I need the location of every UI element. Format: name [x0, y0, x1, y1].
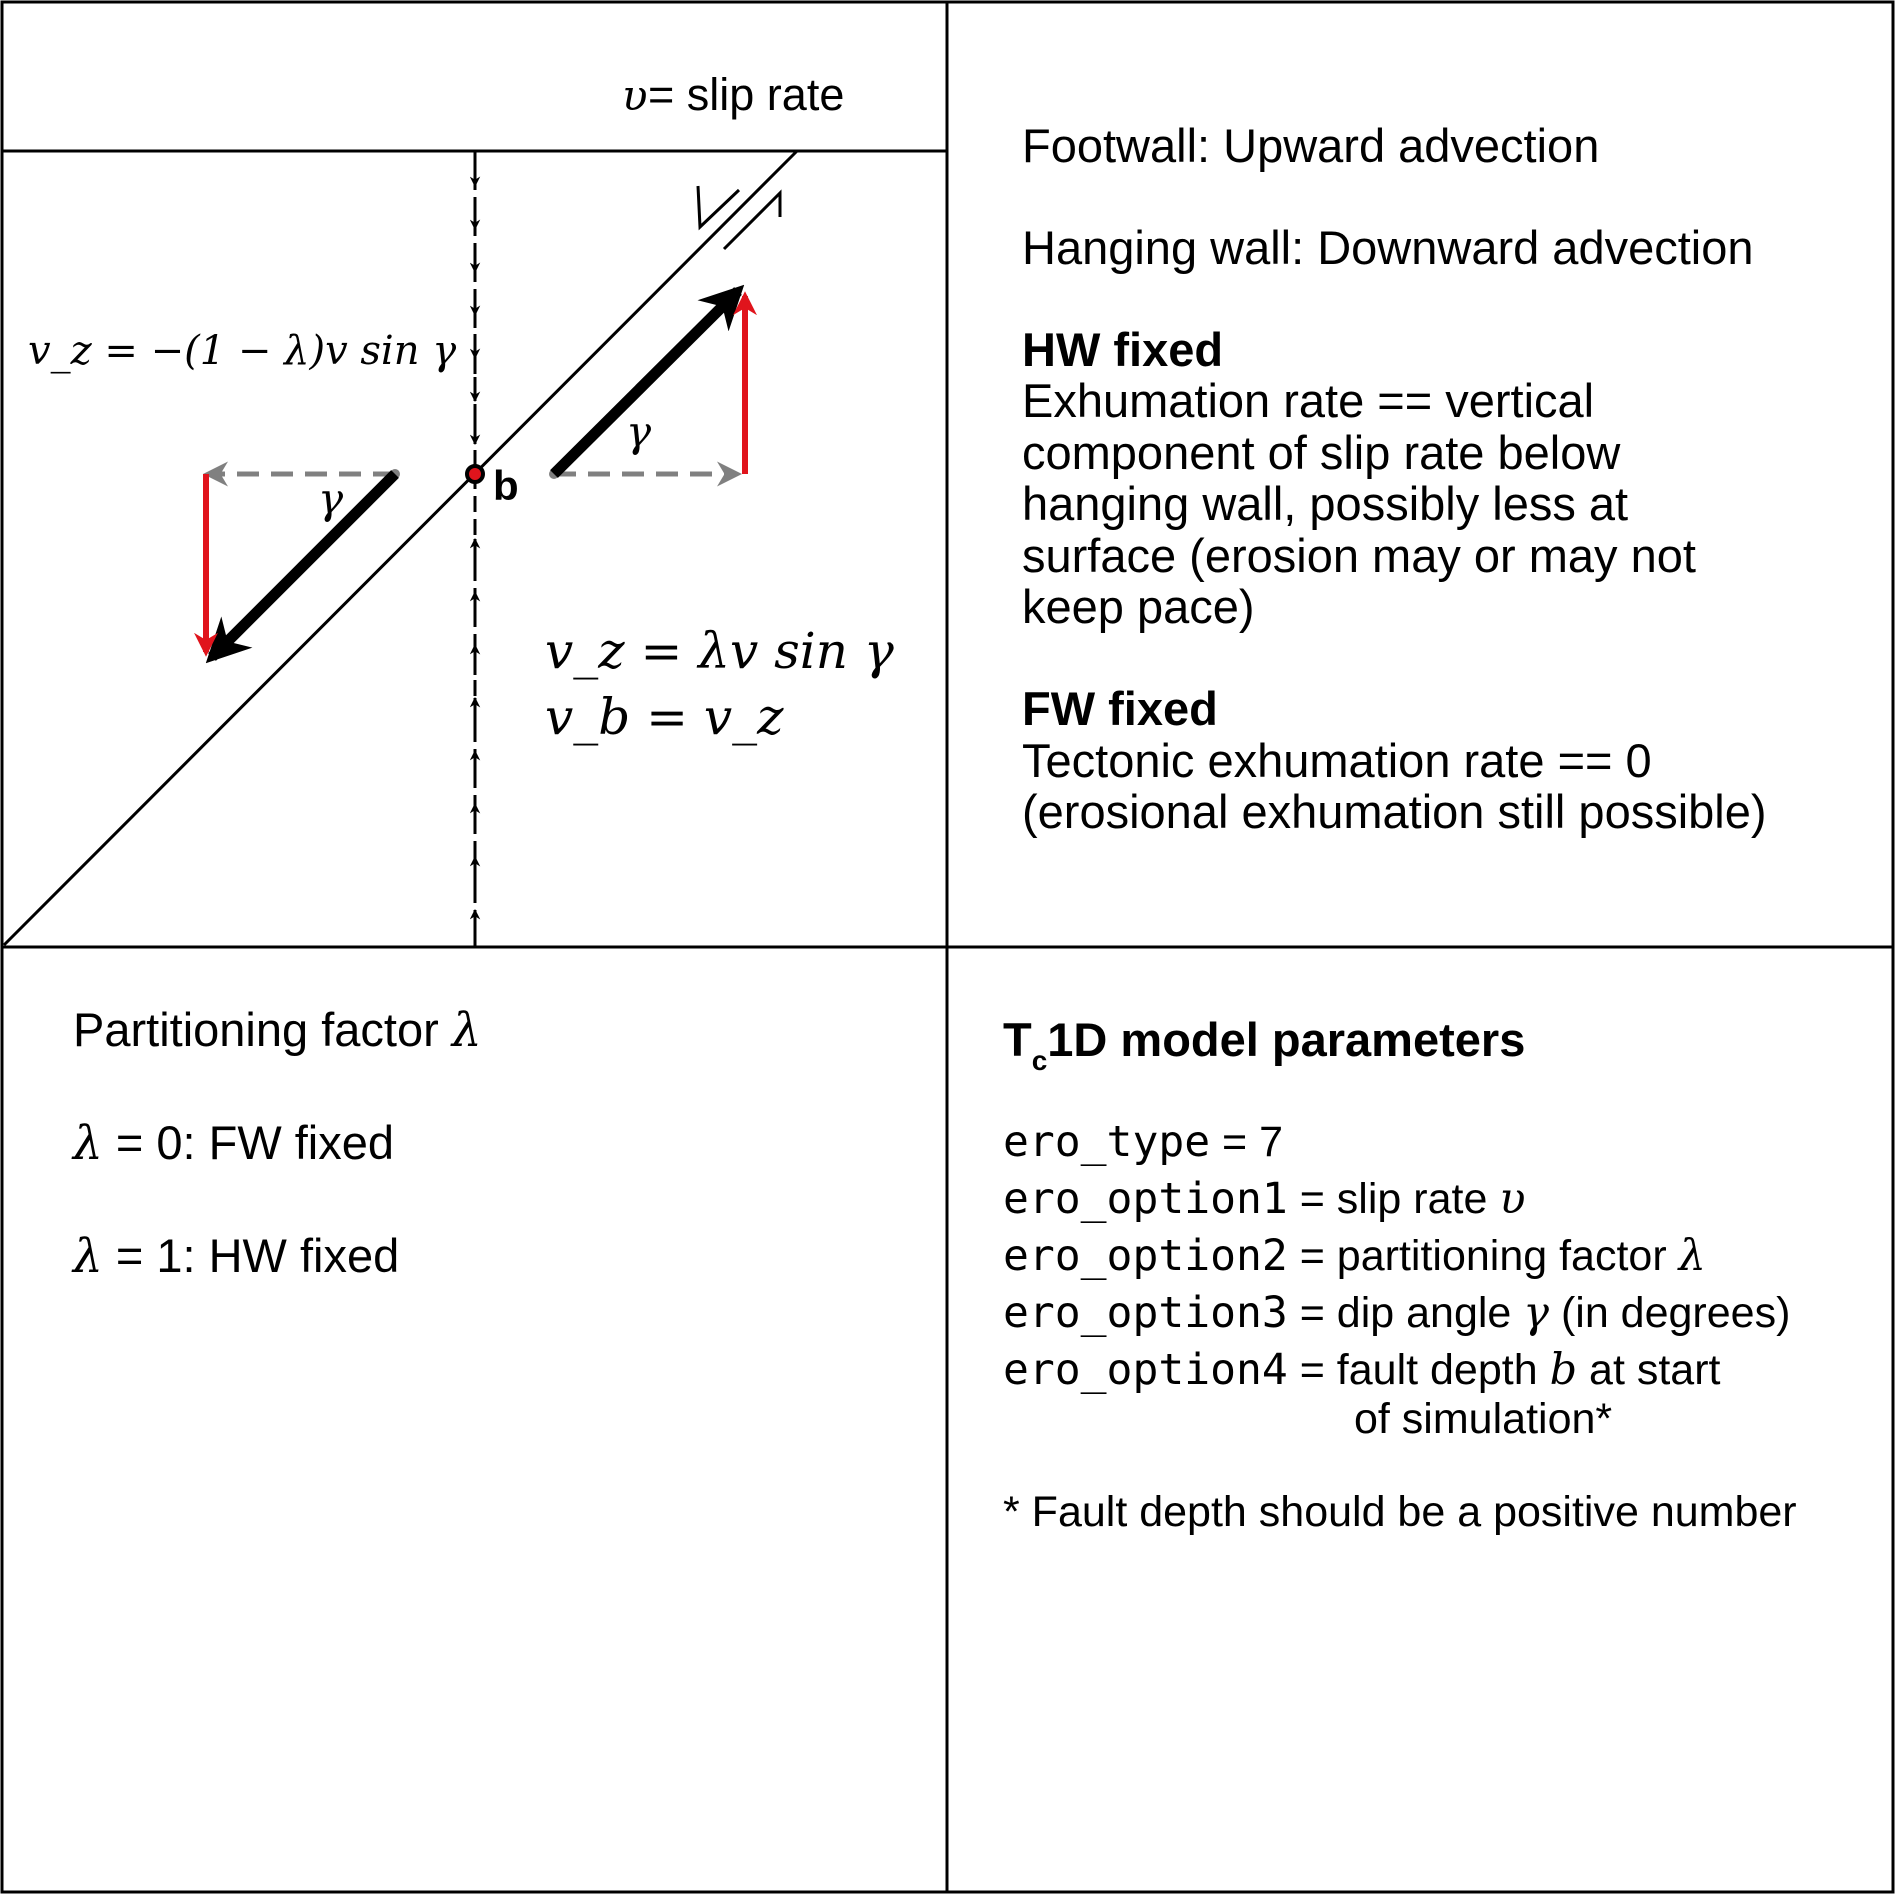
slip-rate-label: = slip rate — [648, 69, 844, 120]
param-name: ero_option3 — [1003, 1288, 1288, 1338]
model-parameters-panel: Tc1D model parameters ero_type = 7 ero_o… — [1003, 1013, 1797, 1536]
parameters-title: Tc1D model parameters — [1003, 1013, 1525, 1076]
param-value: dip angle — [1337, 1289, 1524, 1337]
param-row-ero-option4: ero_option4 = fault depth b at start — [1003, 1345, 1721, 1395]
partitioning-hw-fixed-line: λ = 1: HW fixed — [71, 1229, 399, 1284]
param-value: partitioning factor — [1337, 1232, 1679, 1280]
param-row-ero-type: ero_type = 7 — [1003, 1117, 1283, 1167]
title-rest: 1D model parameters — [1047, 1013, 1525, 1066]
hw-fixed-line-2: component of slip rate below — [1022, 426, 1621, 479]
fw-fixed-line-1: Tectonic exhumation rate == 0 — [1022, 734, 1652, 787]
param-value: 7 — [1259, 1118, 1283, 1166]
fw-vertical-velocity-equation: v_z = λv sin γ — [545, 622, 894, 680]
hw-vertical-velocity-equation: v_z = −(1 − λ)v sin γ — [28, 328, 456, 374]
param-continuation: of simulation* — [1354, 1395, 1612, 1443]
fw-fixed-line-2: (erosional exhumation still possible) — [1022, 785, 1767, 838]
shear-sense-hw-half-arrow — [696, 185, 741, 231]
point-b-label: b — [493, 462, 519, 509]
lambda-zero-text: = 0: FW fixed — [103, 1116, 394, 1169]
fault-plane-line — [2, 149, 799, 947]
fw-fixed-title: FW fixed — [1022, 682, 1218, 735]
shear-sense-fw-half-arrow — [722, 189, 782, 251]
param-symbol: γ — [1523, 1288, 1549, 1338]
footwall-note: Footwall: Upward advection — [1022, 119, 1599, 172]
slip-rate-symbol: υ — [622, 71, 648, 120]
hw-fixed-line-5: keep pace) — [1022, 580, 1255, 633]
hanging-wall-note: Hanging wall: Downward advection — [1022, 221, 1754, 274]
param-name: ero_type — [1003, 1117, 1210, 1167]
partitioning-title: Partitioning factor λ — [73, 1003, 482, 1058]
hw-fixed-line-4: surface (erosion may or may not — [1022, 529, 1696, 582]
partitioning-symbol: λ — [450, 1003, 482, 1058]
param-name: ero_option4 — [1003, 1345, 1288, 1395]
hw-fixed-title: HW fixed — [1022, 323, 1223, 376]
param-equals: = — [1288, 1232, 1337, 1280]
fault-schematic-panel: υ = slip rate b γ γ v_z = −(1 − λ)v sin … — [2, 69, 894, 947]
param-symbol: b — [1550, 1345, 1578, 1395]
partitioning-panel: Partitioning factor λ λ = 0: FW fixed λ … — [71, 1003, 482, 1284]
param-after: (in degrees) — [1549, 1289, 1790, 1337]
lambda-symbol: λ — [71, 1229, 103, 1284]
title-prefix: T — [1003, 1013, 1032, 1066]
footnote: * Fault depth should be a positive numbe… — [1003, 1488, 1797, 1536]
param-name: ero_option1 — [1003, 1174, 1288, 1224]
param-symbol: υ — [1499, 1174, 1525, 1224]
param-value: slip rate — [1337, 1175, 1500, 1223]
param-symbol: λ — [1677, 1231, 1706, 1281]
notes-panel: Footwall: Upward advection Hanging wall:… — [1022, 119, 1767, 838]
param-row-ero-option3: ero_option3 = dip angle γ (in degrees) — [1003, 1288, 1790, 1338]
param-equals: = — [1210, 1118, 1259, 1166]
lambda-symbol: λ — [71, 1116, 103, 1171]
hw-slip-vector-arrow — [205, 470, 399, 664]
fault-point-b-marker — [465, 464, 485, 484]
param-equals: = — [1288, 1346, 1337, 1394]
param-equals: = — [1288, 1175, 1337, 1223]
fault-velocity-equation: v_b = v_z — [545, 688, 784, 746]
param-equals: = — [1288, 1289, 1337, 1337]
param-row-ero-option1: ero_option1 = slip rate υ — [1003, 1174, 1525, 1224]
hw-fixed-line-3: hanging wall, possibly less at — [1022, 477, 1628, 530]
partitioning-title-text: Partitioning factor — [73, 1003, 452, 1056]
fw-dip-angle-label: γ — [626, 407, 652, 456]
param-name: ero_option2 — [1003, 1231, 1288, 1281]
lambda-one-text: = 1: HW fixed — [103, 1229, 399, 1282]
param-after: at start — [1577, 1346, 1720, 1394]
partitioning-fw-fixed-line: λ = 0: FW fixed — [71, 1116, 394, 1171]
hw-dip-angle-label: γ — [318, 474, 344, 523]
param-value: fault depth — [1337, 1346, 1550, 1394]
hw-fixed-line-1: Exhumation rate == vertical — [1022, 374, 1594, 427]
title-subscript: c — [1032, 1045, 1048, 1076]
param-row-ero-option2: ero_option2 = partitioning factor λ — [1003, 1231, 1706, 1281]
fw-slip-vector-arrow — [550, 284, 745, 478]
